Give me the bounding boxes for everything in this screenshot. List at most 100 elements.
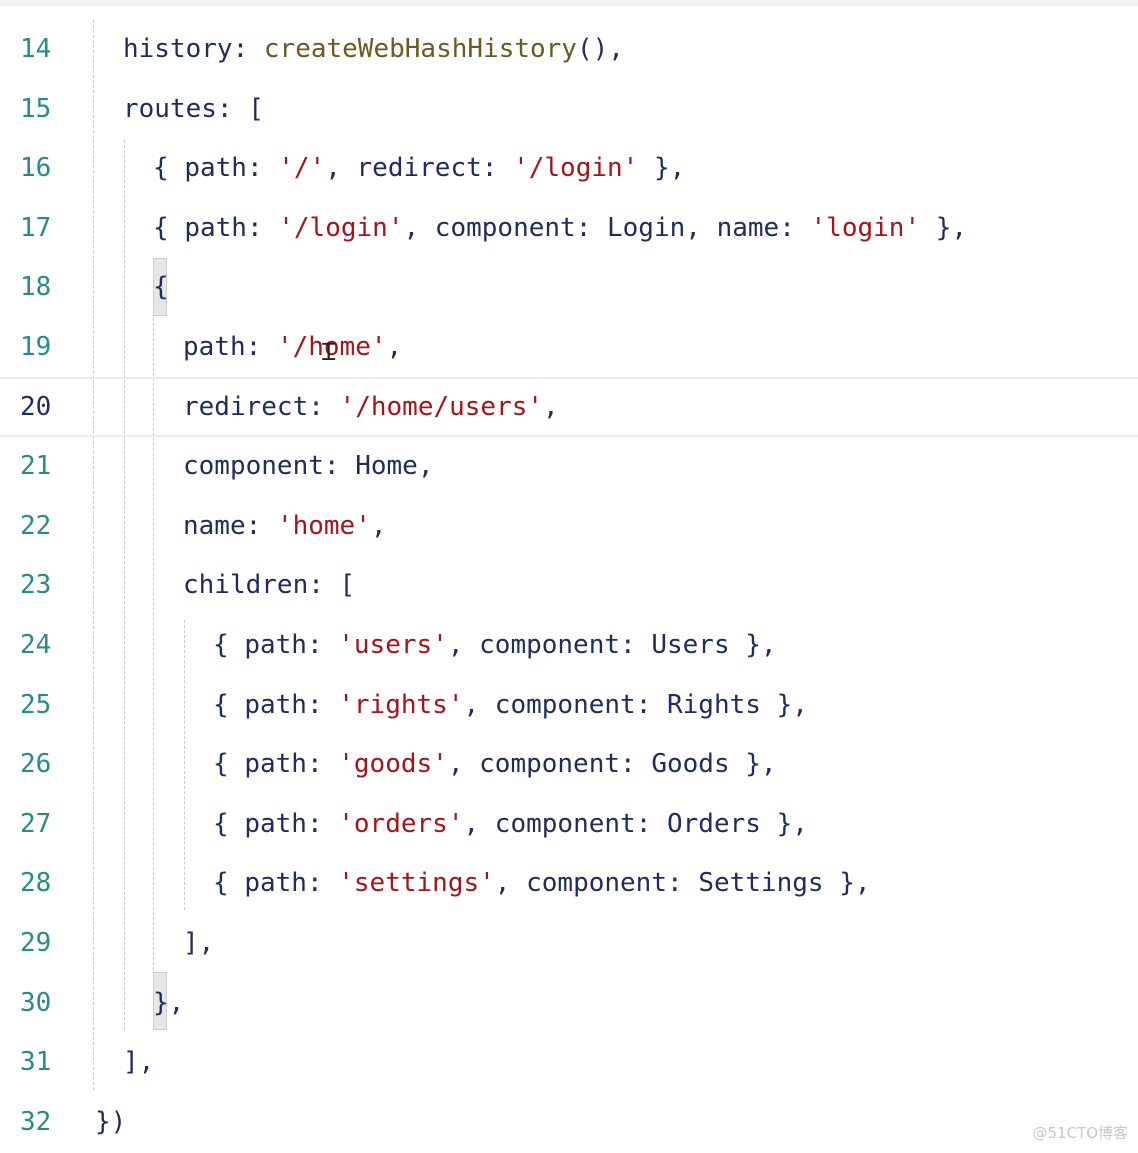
code-token: component: [479, 749, 621, 780]
code-token: '/login': [513, 153, 639, 184]
line-code[interactable]: path: '/home',: [183, 331, 402, 363]
indent-guide: [93, 20, 94, 1090]
code-token: createWebHashHistory: [263, 34, 577, 64]
line-code[interactable]: }): [95, 1106, 126, 1138]
line-code[interactable]: { path: 'goods', component: Goods },: [213, 748, 777, 780]
code-token: path: [244, 868, 307, 899]
code-line[interactable]: 25{ path: 'rights', component: Rights },: [0, 675, 1138, 735]
code-token: redirect: [356, 153, 482, 184]
indent-guide: [184, 620, 185, 910]
code-line[interactable]: 18 {: [0, 257, 1138, 317]
line-code[interactable]: { path: '/login', component: Login, name…: [153, 212, 967, 244]
code-token: ,: [543, 391, 559, 422]
code-token: children: [183, 570, 309, 601]
code-line[interactable]: 27 { path: 'orders', component: Orders },: [0, 794, 1138, 854]
code-token: 'home': [276, 510, 371, 541]
code-token: :: [635, 689, 667, 720]
code-token: 'rights': [338, 689, 464, 720]
code-token: 'users': [338, 630, 448, 660]
code-token: 'goods': [338, 749, 448, 780]
code-line[interactable]: 16{ path: '/', redirect: '/login' },: [0, 138, 1138, 198]
code-token: component: [434, 212, 576, 243]
code-token: {: [213, 630, 245, 660]
code-line[interactable]: 29],: [0, 913, 1138, 973]
line-code[interactable]: children: [: [183, 569, 355, 601]
code-token: :: [481, 153, 514, 184]
line-code[interactable]: { path: 'orders', component: Orders },: [213, 808, 808, 840]
code-line[interactable]: 24{ path: 'users', component: Users },: [0, 615, 1138, 675]
indent-guide: [124, 140, 125, 1030]
line-number: 31: [20, 1047, 52, 1078]
code-token: },: [153, 987, 185, 1018]
code-token: ],: [123, 1047, 155, 1078]
code-line[interactable]: 28{ path: 'settings', component: Setting…: [0, 853, 1138, 913]
code-token: routes: [123, 93, 217, 124]
code-token: :: [306, 630, 339, 660]
code-token: :: [246, 212, 279, 243]
code-token: component: [494, 689, 636, 720]
line-number: 18: [20, 272, 52, 303]
code-token: },: [729, 749, 777, 780]
code-token: component: [479, 630, 621, 660]
line-number: 22: [20, 510, 52, 541]
code-line[interactable]: 32}): [0, 1092, 1138, 1152]
code-token: ,: [494, 868, 527, 899]
line-code[interactable]: { path: 'settings', component: Settings …: [213, 867, 871, 899]
code-token: ,: [403, 212, 435, 243]
code-line[interactable]: 26{ path: 'goods', component: Goods },: [0, 734, 1138, 794]
line-code[interactable]: name: 'home',: [183, 510, 387, 542]
code-line[interactable]: 17 { path: '/login', component: Login, na…: [0, 198, 1138, 258]
line-code[interactable]: routes: [: [123, 93, 264, 125]
code-line[interactable]: 31],: [0, 1032, 1138, 1092]
code-token: Rights: [667, 689, 761, 720]
code-token: ,: [447, 630, 480, 660]
code-line[interactable]: 21 component: Home,: [0, 436, 1138, 496]
line-code[interactable]: component: Home,: [183, 450, 433, 482]
code-token: },: [729, 630, 777, 660]
line-number: 21: [20, 451, 52, 482]
code-token: },: [920, 212, 968, 243]
code-token: : [: [216, 93, 264, 124]
code-token: :: [779, 212, 811, 243]
code-token: :: [246, 153, 279, 184]
line-code[interactable]: history: createWebHashHistory(),: [123, 33, 624, 65]
line-number: 32: [20, 1106, 52, 1137]
code-token: },: [760, 689, 808, 720]
code-token: }): [95, 1106, 127, 1137]
line-code[interactable]: ],: [183, 927, 214, 959]
code-token: Home: [355, 451, 418, 482]
code-token: ,: [417, 451, 434, 482]
code-token: ,: [447, 749, 480, 780]
code-token: path: [244, 749, 307, 780]
line-code[interactable]: {: [153, 271, 169, 303]
line-number: 20: [20, 391, 52, 422]
line-number: 27: [20, 808, 52, 839]
code-token: :: [306, 689, 339, 720]
code-token: :: [635, 808, 667, 839]
code-token: redirect: [183, 391, 309, 422]
code-token: history: [123, 34, 233, 64]
line-code[interactable]: { path: '/', redirect: '/login' },: [153, 152, 685, 184]
line-code[interactable]: ],: [123, 1046, 154, 1078]
line-code[interactable]: { path: 'users', component: Users },: [213, 629, 777, 661]
line-code[interactable]: },: [153, 987, 184, 1019]
code-token: component: [494, 808, 636, 839]
line-code[interactable]: { path: 'rights', component: Rights },: [213, 689, 808, 721]
code-line[interactable]: 30},: [0, 973, 1138, 1033]
editor-top-edge: [0, 0, 1138, 6]
line-number: 17: [20, 212, 52, 243]
code-token: name: [716, 212, 780, 243]
code-line[interactable]: 22 name: 'home',: [0, 496, 1138, 556]
code-token: path: [184, 153, 247, 184]
code-token: },: [760, 808, 808, 839]
code-token: name: [183, 510, 246, 541]
code-token: : [: [308, 570, 356, 601]
code-line[interactable]: 20 redirect: '/home/users',: [0, 376, 1138, 437]
code-token: 'settings': [338, 868, 495, 899]
line-code[interactable]: redirect: '/home/users',: [183, 391, 559, 423]
